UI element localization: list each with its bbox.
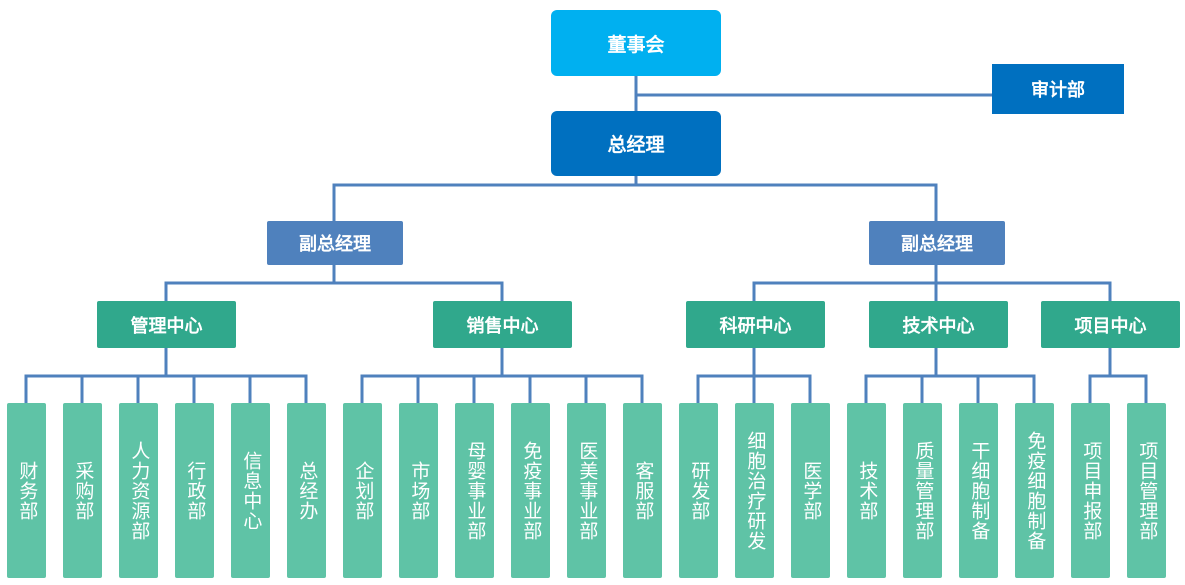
department-node: 客服部 <box>623 403 662 578</box>
department-node: 免疫细胞制备 <box>1015 403 1054 578</box>
audit-node: 审计部 <box>992 64 1124 114</box>
department-node: 医学部 <box>791 403 830 578</box>
department-node: 项目申报部 <box>1071 403 1110 578</box>
connector-gm-vps <box>332 183 938 221</box>
connector-vp2-centers <box>752 281 1112 301</box>
department-node: 免疫事业部 <box>511 403 550 578</box>
department-node: 项目管理部 <box>1127 403 1166 578</box>
department-node: 质量管理部 <box>903 403 942 578</box>
department-node: 医美事业部 <box>567 403 606 578</box>
department-node: 母婴事业部 <box>455 403 494 578</box>
center-node: 管理中心 <box>97 301 236 348</box>
department-node: 企划部 <box>343 403 382 578</box>
department-node: 技术部 <box>847 403 886 578</box>
department-node: 行政部 <box>175 403 214 578</box>
connector-vp1-centers <box>164 281 504 301</box>
center-node: 销售中心 <box>433 301 572 348</box>
connector-mgmt-depts <box>24 374 308 403</box>
center-node: 项目中心 <box>1041 301 1180 348</box>
gm-node: 总经理 <box>551 111 721 176</box>
center-node: 科研中心 <box>686 301 825 348</box>
board-node: 董事会 <box>551 10 721 76</box>
department-node: 采购部 <box>63 403 102 578</box>
department-node: 财务部 <box>7 403 46 578</box>
department-node: 干细胞制备 <box>959 403 998 578</box>
department-node: 研发部 <box>679 403 718 578</box>
connector-project-depts <box>1088 374 1148 403</box>
center-node: 技术中心 <box>869 301 1008 348</box>
department-node: 市场部 <box>399 403 438 578</box>
vp-node: 副总经理 <box>869 221 1005 265</box>
department-node: 人力资源部 <box>119 403 158 578</box>
vp-node: 副总经理 <box>267 221 403 265</box>
department-node: 信息中心 <box>231 403 270 578</box>
connector-tech-depts <box>864 374 1036 403</box>
department-node: 总经办 <box>287 403 326 578</box>
connector-sales-depts <box>360 374 644 403</box>
department-node: 细胞治疗研发 <box>735 403 774 578</box>
